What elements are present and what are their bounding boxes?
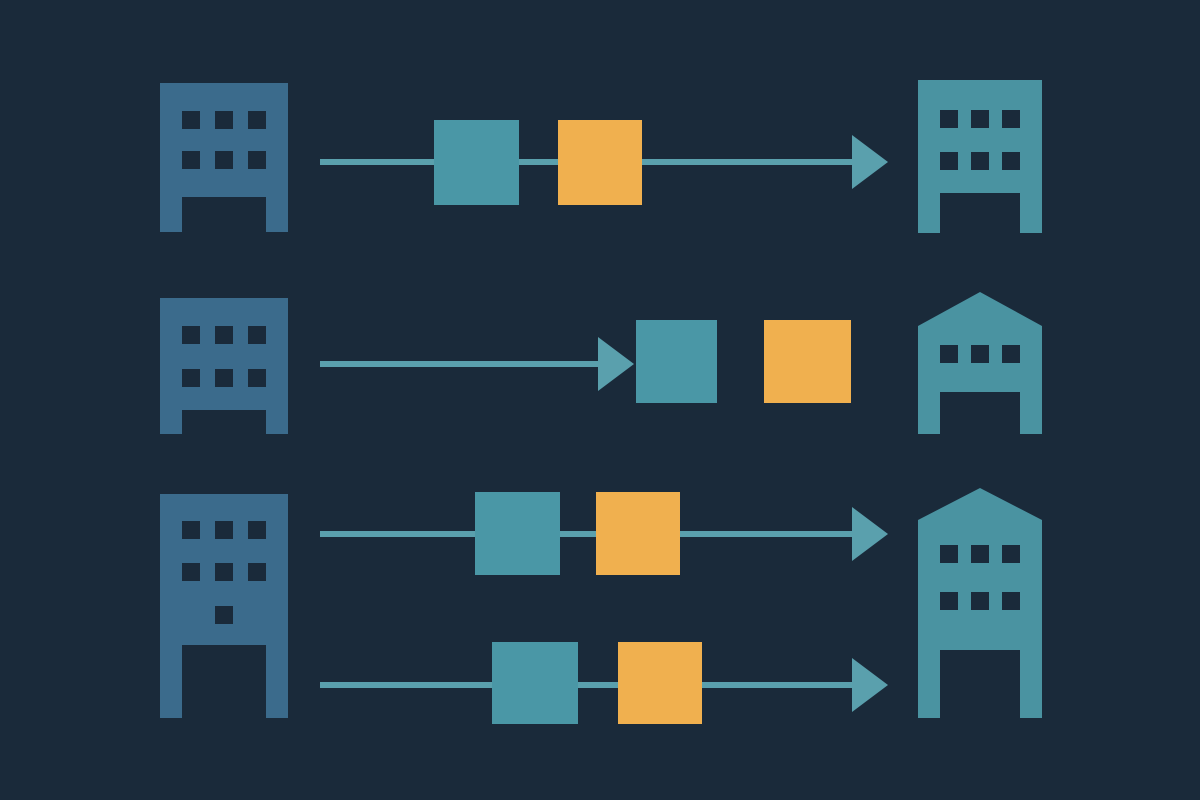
arrow-head-icon [852, 658, 888, 712]
orange-package [618, 642, 702, 724]
destination-building-1 [918, 80, 1042, 233]
flow-row-1 [320, 120, 888, 205]
teal-package [434, 120, 519, 205]
teal-package [636, 320, 717, 403]
destination-building-2 [918, 292, 1042, 434]
flow-row-3 [320, 492, 888, 575]
source-building-3 [160, 494, 288, 718]
arrow-head-icon [852, 507, 888, 561]
orange-package [764, 320, 851, 403]
flow-row-4 [320, 642, 888, 724]
destination-building-3 [918, 488, 1042, 718]
teal-package [492, 642, 578, 724]
orange-package [596, 492, 680, 575]
source-building-1 [160, 83, 288, 232]
arrow-head-icon [598, 337, 634, 391]
flow-row-2 [320, 320, 851, 403]
arrow-head-icon [852, 135, 888, 189]
teal-package [475, 492, 560, 575]
orange-package [558, 120, 642, 205]
office-building-icon [160, 298, 288, 434]
source-building-2 [160, 298, 288, 434]
